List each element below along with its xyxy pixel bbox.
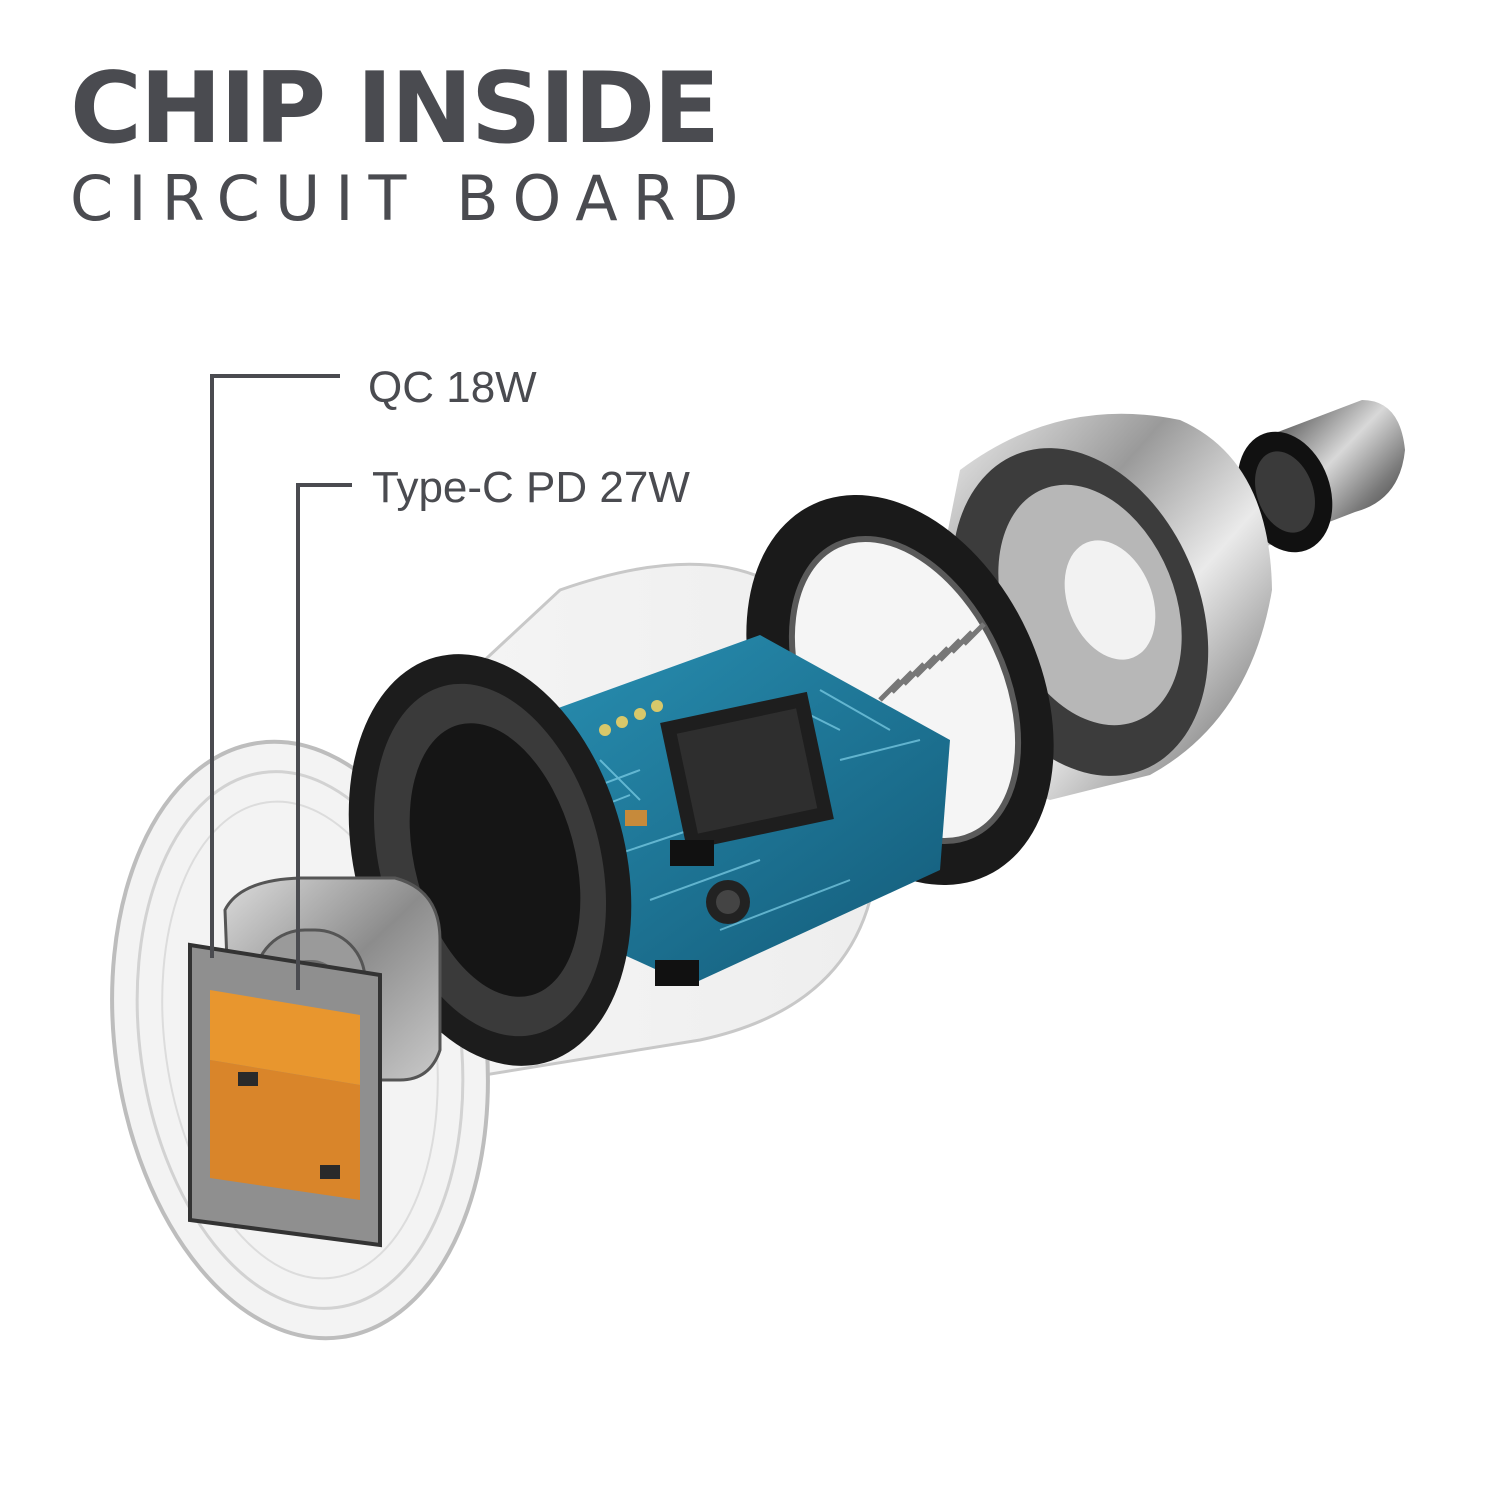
- headline-subtitle: CIRCUIT BOARD: [70, 162, 754, 235]
- usb-a-port-icon: [188, 942, 382, 1248]
- spring-icon: [878, 622, 986, 702]
- callout-type-c-pd-27w: Type-C PD 27W: [372, 463, 690, 512]
- callout-qc-18w: QC 18W: [368, 363, 537, 412]
- callout-line-qc: [210, 374, 340, 958]
- headline-title: CHIP INSIDE: [70, 52, 720, 166]
- callout-line-pd: [296, 483, 352, 990]
